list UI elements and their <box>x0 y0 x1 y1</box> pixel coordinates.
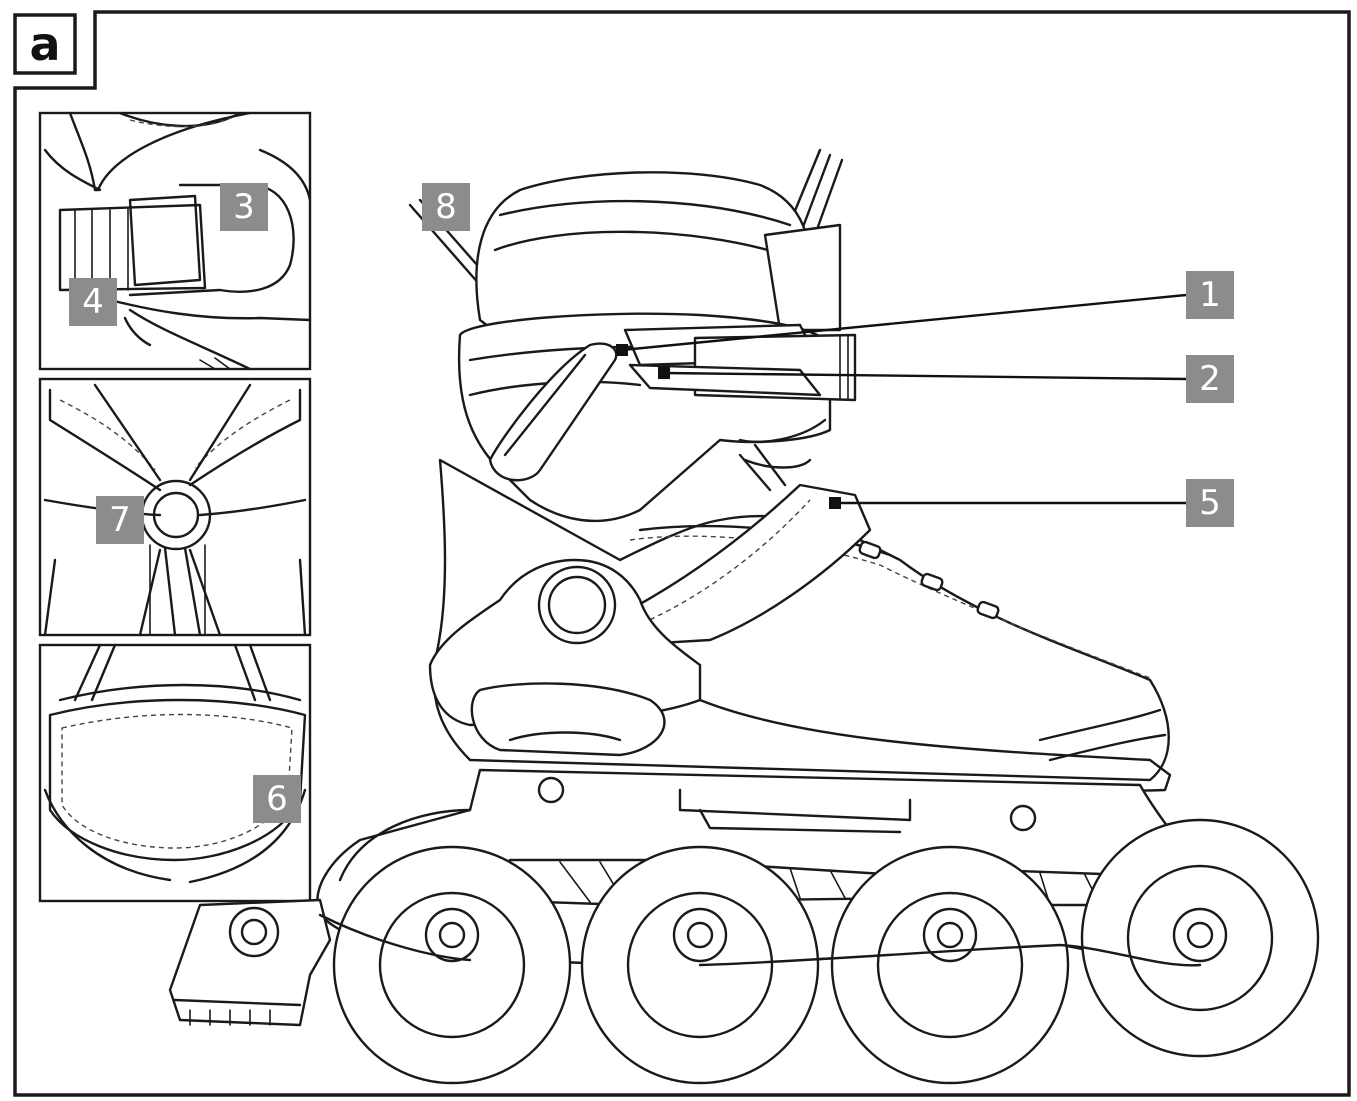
wheel-4 <box>1080 818 1320 1058</box>
diagram-frame: a <box>13 10 1351 1097</box>
callout-4-text: 4 <box>82 282 104 322</box>
callout-6: 6 <box>253 775 301 823</box>
callout-1: 1 <box>1186 271 1234 319</box>
wheel-1 <box>332 845 572 1085</box>
inset-lace-detail <box>38 377 312 637</box>
callout-8-text: 8 <box>435 187 457 227</box>
callout-1-text: 1 <box>1199 275 1221 315</box>
callout-4: 4 <box>69 278 117 326</box>
panel-tag: a <box>29 17 60 71</box>
callout-5-text: 5 <box>1199 483 1221 523</box>
callout-8: 8 <box>422 183 470 231</box>
callout-3: 3 <box>220 183 268 231</box>
inset-tongue-pad-detail <box>38 643 312 903</box>
callout-5: 5 <box>1186 479 1234 527</box>
callout-2: 2 <box>1186 355 1234 403</box>
callout-7: 7 <box>96 496 144 544</box>
callout-7-text: 7 <box>109 500 131 540</box>
callout-6-text: 6 <box>266 779 288 819</box>
inline-skate <box>168 148 1320 1085</box>
callout-3-text: 3 <box>233 187 255 227</box>
callout-2-text: 2 <box>1199 359 1221 399</box>
wheel-3 <box>830 845 1070 1085</box>
inset-buckle-detail <box>38 111 312 371</box>
leader-lines <box>616 293 1187 509</box>
